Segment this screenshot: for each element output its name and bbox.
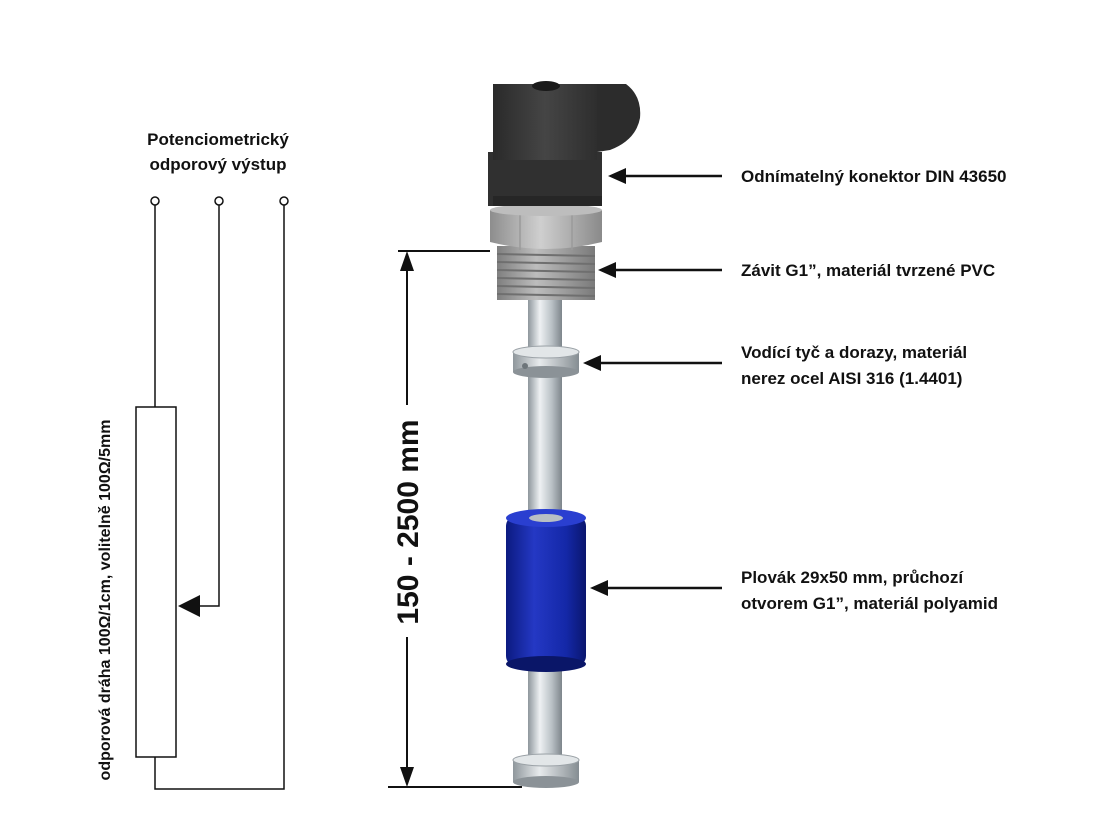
terminal-right: [279, 196, 289, 206]
terminal-wiper: [214, 196, 224, 206]
callout-labels: Odnímatelný konektor DIN 43650 Závit G1”…: [741, 167, 1006, 613]
rod-label-line2: nerez ocel AISI 316 (1.4401): [741, 369, 962, 388]
callout-arrows: [583, 168, 722, 596]
dimension-label: 150 - 2500 mm: [392, 419, 425, 624]
hex-nut: [490, 204, 602, 250]
connector: [488, 81, 641, 206]
rod-label-line1: Vodící tyč a dorazy, materiál: [741, 343, 967, 362]
terminal-left: [150, 196, 160, 206]
sensor: [488, 81, 641, 788]
dimension-arrow-top: [400, 251, 414, 271]
connector-label: Odnímatelný konektor DIN 43650: [741, 167, 1006, 186]
thread-label: Závit G1”, materiál tvrzené PVC: [741, 261, 995, 280]
float-label-line1: Plovák 29x50 mm, průchozí: [741, 568, 964, 587]
bottom-stop: [512, 753, 580, 788]
float: [506, 509, 586, 672]
schematic: Potenciometrický odporový výstup odporov…: [97, 130, 289, 790]
wiper-arrow: [178, 595, 200, 617]
upper-stop: [512, 345, 580, 378]
schematic-title-line2: odporový výstup: [150, 155, 287, 174]
schematic-title-line1: Potenciometrický: [147, 130, 289, 149]
resistive-track-label: odporová dráha 100Ω/1cm, volitelně 100Ω/…: [97, 420, 114, 781]
thread: [496, 246, 596, 300]
wire-bottom: [154, 205, 285, 790]
wire-wiper: [200, 205, 220, 607]
dimension-arrow-bottom: [400, 767, 414, 787]
dimension: 150 - 2500 mm: [388, 250, 522, 788]
float-label-line2: otvorem G1”, materiál polyamid: [741, 594, 998, 613]
resistor-body: [135, 406, 177, 758]
